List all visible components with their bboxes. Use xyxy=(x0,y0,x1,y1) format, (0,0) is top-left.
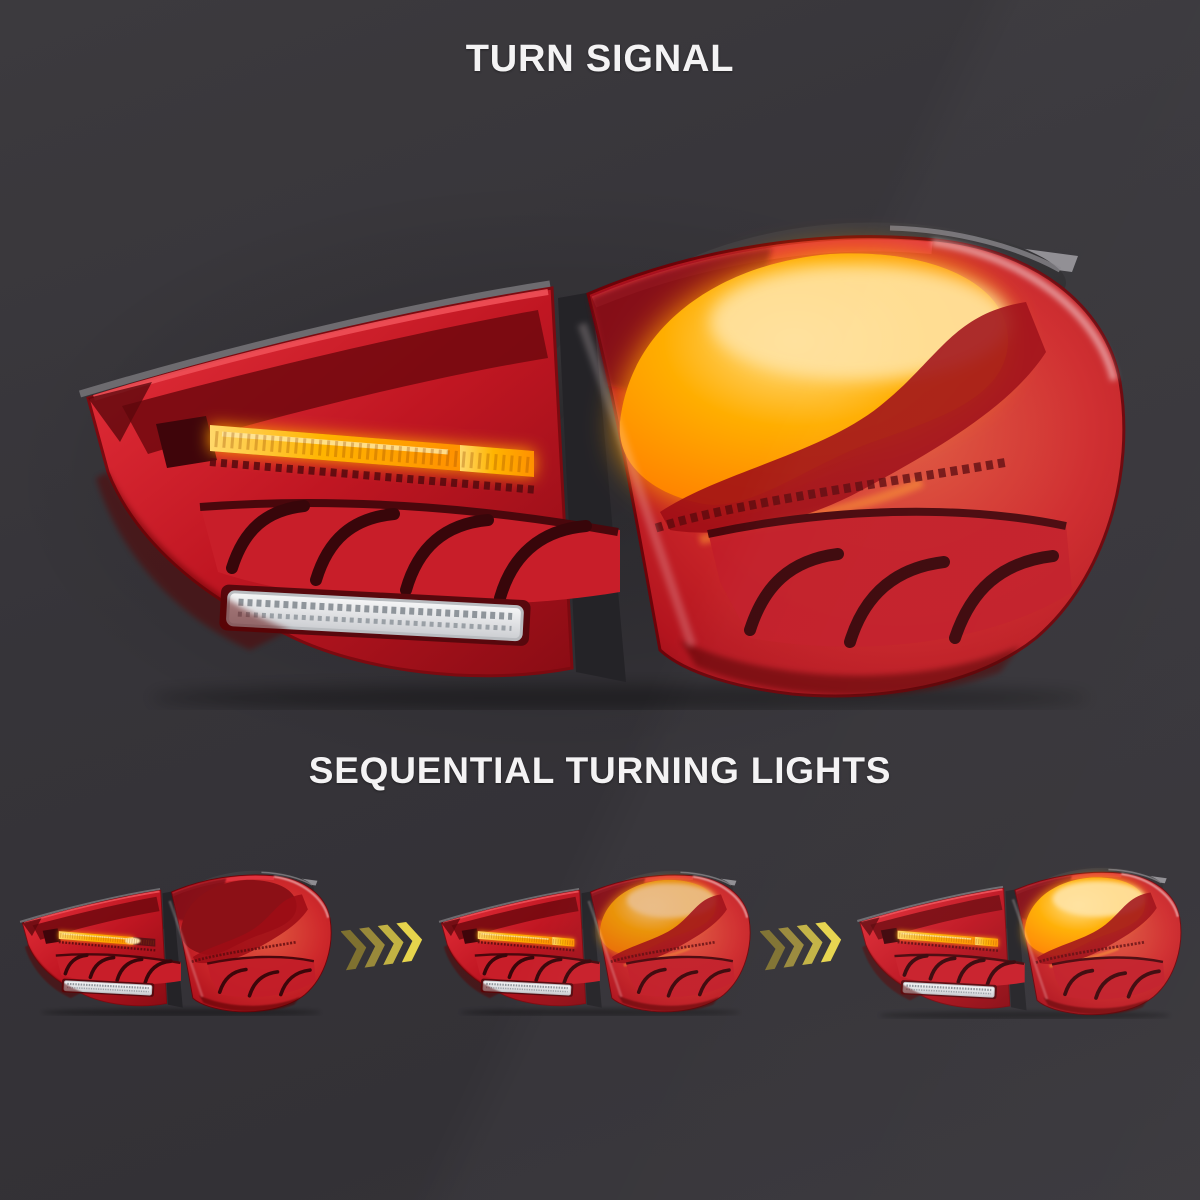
sequence-step-3-image xyxy=(851,864,1186,1019)
chevron-right-icon xyxy=(341,916,427,974)
chevron-right-icon xyxy=(760,916,846,974)
sequence-step-2-image xyxy=(433,867,755,1016)
main-product-image xyxy=(60,210,1140,710)
page-title: TURN SIGNAL xyxy=(465,38,735,80)
sequence-step-1-image xyxy=(14,867,336,1016)
section-title: SEQUENTIAL TURNING LIGHTS xyxy=(308,750,892,791)
sequence-row xyxy=(0,866,1200,1016)
